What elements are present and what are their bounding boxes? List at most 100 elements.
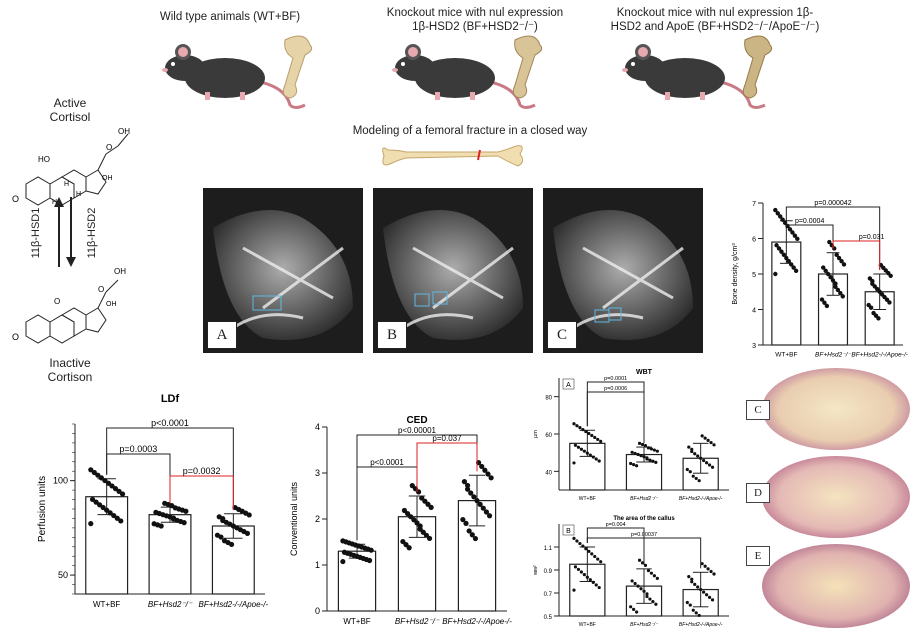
data-point [633, 581, 637, 586]
data-point [582, 573, 586, 577]
mouse-hsd2-apoe-illustration [622, 35, 773, 109]
svg-text:O: O [54, 297, 60, 306]
data-point [630, 450, 634, 454]
data-point [95, 472, 101, 478]
data-point [587, 431, 591, 436]
bar [148, 514, 192, 595]
data-point [688, 603, 692, 607]
data-point [773, 271, 778, 277]
data-point [690, 447, 694, 451]
y-tick-label: 7 [752, 201, 756, 208]
data-point [584, 429, 588, 434]
data-point [419, 495, 425, 501]
svg-text:H: H [76, 191, 81, 198]
data-point [646, 446, 651, 450]
data-point [474, 498, 480, 504]
data-point [573, 565, 578, 569]
data-point [477, 501, 483, 507]
data-point [789, 262, 794, 267]
data-point [639, 454, 643, 458]
data-point [632, 463, 636, 467]
data-point [685, 467, 689, 472]
y-tick-label: 0.5 [544, 615, 553, 621]
data-point [596, 437, 600, 442]
data-point [827, 239, 832, 245]
data-point [652, 448, 656, 452]
data-point [697, 613, 701, 618]
xray-panel-b: B [373, 188, 533, 353]
data-point [634, 464, 639, 468]
data-point [693, 452, 697, 456]
data-point [649, 447, 654, 451]
data-point [699, 456, 703, 460]
data-point [645, 457, 649, 461]
svg-text:H: H [64, 181, 69, 188]
data-point [89, 496, 96, 503]
data-point [828, 274, 833, 280]
significance-bracket [586, 537, 702, 569]
data-point [651, 600, 655, 604]
data-point [401, 507, 408, 514]
panel-label: A [566, 382, 571, 389]
data-point [118, 518, 124, 524]
data-point [690, 580, 694, 584]
data-point [793, 268, 799, 274]
data-point [839, 259, 844, 264]
y-tick-label: 0 [315, 606, 320, 616]
data-point [691, 474, 695, 478]
y-tick-label: 0.7 [544, 592, 553, 598]
cortisol-structure: O HO OH O OH HHH [12, 127, 130, 206]
p-value-label: p<0.00001 [398, 426, 437, 435]
data-point [112, 486, 119, 492]
y-axis-label: мм² [533, 565, 539, 575]
data-point [690, 449, 694, 454]
data-point [642, 589, 646, 593]
significance-bracket [106, 453, 171, 504]
data-point [596, 557, 600, 561]
data-point [594, 457, 598, 461]
data-point [105, 480, 112, 486]
data-point [91, 469, 97, 476]
data-point [172, 505, 178, 511]
data-point [636, 452, 640, 457]
xray-panel-a: A [203, 188, 363, 353]
y-tick-label: 0.9 [544, 569, 553, 575]
data-point [833, 284, 838, 289]
significance-bracket [106, 427, 234, 510]
data-point [633, 451, 637, 456]
data-point [712, 572, 716, 576]
y-axis-label: µm [533, 430, 539, 438]
data-point [706, 438, 710, 442]
y-tick-label: 60 [545, 433, 552, 439]
y-axis-label: Bone density, g/cm³ [732, 243, 739, 305]
x-tick-label: WT+BF [343, 617, 370, 626]
svg-text:OH: OH [114, 267, 126, 276]
mouse-hsd2-illustration [392, 35, 543, 109]
data-point [784, 255, 789, 261]
y-tick-label: 4 [315, 422, 320, 432]
data-point [107, 510, 113, 516]
data-point [466, 528, 472, 534]
x-tick-label: WT+BF [93, 600, 120, 609]
data-point [693, 582, 697, 586]
x-tick-label: BF+Hsd2⁻/⁻ [630, 496, 658, 502]
data-point [629, 461, 633, 466]
data-point [654, 602, 658, 606]
enzyme1-label: 11β-HSD1 [30, 207, 42, 259]
p-value-label: p<0.0001 [370, 458, 404, 467]
data-point [710, 465, 715, 469]
data-point [819, 297, 825, 302]
data-point [114, 515, 120, 521]
data-point [482, 467, 488, 473]
data-point [417, 526, 423, 532]
data-point [696, 454, 700, 458]
p-value-label: p=0.0006 [604, 386, 627, 392]
data-point [88, 521, 94, 527]
femur-illustration [382, 145, 524, 167]
svg-text:H: H [52, 199, 57, 206]
data-point [488, 475, 494, 481]
data-point [629, 605, 633, 609]
x-tick-label: BF+Hsd2-/-/Apoe-/- [442, 617, 512, 626]
